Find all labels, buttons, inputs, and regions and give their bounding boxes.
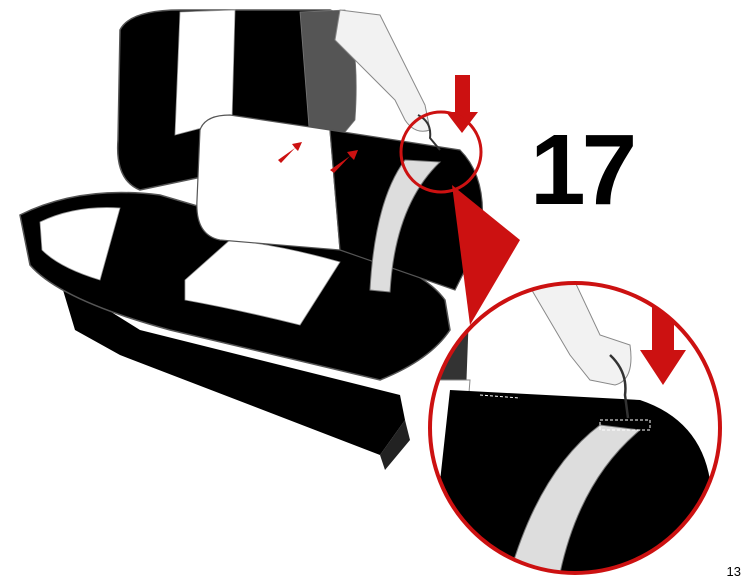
step-number: 17	[530, 120, 633, 220]
arrow-down-icon	[446, 75, 478, 133]
zoom-detail	[400, 250, 720, 573]
page-number: 13	[727, 564, 741, 579]
